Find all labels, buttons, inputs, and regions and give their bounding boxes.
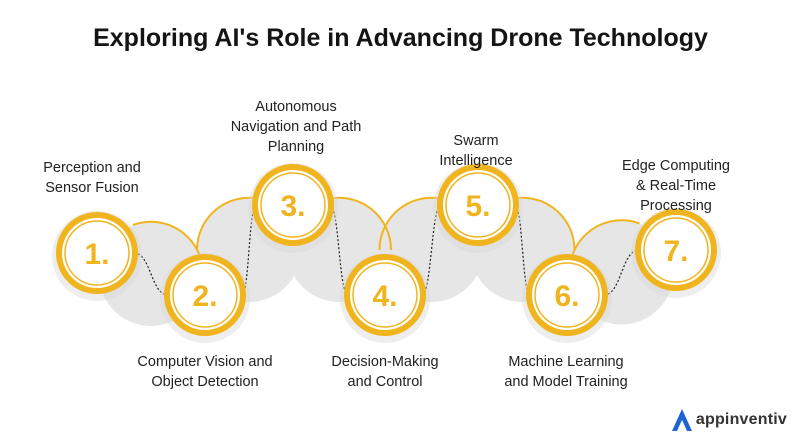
step-circle-5: 5. xyxy=(433,163,523,253)
step-number: 3. xyxy=(280,190,305,223)
step-circle-4: 4. xyxy=(340,253,430,343)
step-number: 4. xyxy=(372,280,397,313)
step-circle-7: 7. xyxy=(631,208,721,298)
step-label-1: Perception and Sensor Fusion xyxy=(43,160,141,196)
step-number: 7. xyxy=(663,235,688,268)
step-number: 5. xyxy=(465,190,490,223)
step-label-7: Edge Computing & Real-Time Processing xyxy=(621,158,730,214)
circle-inner xyxy=(641,215,711,285)
circle-inner-ring xyxy=(643,217,709,283)
circle-inner-ring xyxy=(64,220,130,286)
logo-text: appinventiv xyxy=(695,411,787,428)
circle-inner-ring xyxy=(445,172,511,238)
connector-line xyxy=(133,252,169,296)
brand-logo: appinventiv xyxy=(671,408,787,432)
circle-inner xyxy=(350,260,420,330)
accent-arc xyxy=(378,196,450,251)
step-circle-2: 2. xyxy=(160,253,250,343)
step-number: 1. xyxy=(84,238,109,271)
step-label-3: Autonomous Navigation and Path Planning xyxy=(230,99,362,155)
step-label-2: Computer Vision and Object Detection xyxy=(137,354,273,390)
circle-inner xyxy=(170,260,240,330)
step-circle-3: 3. xyxy=(248,163,338,253)
step-label-4: Decision-Making and Control xyxy=(331,354,439,390)
step-number: 6. xyxy=(554,280,579,313)
circle-inner-ring xyxy=(534,262,600,328)
step-circle-1: 1. xyxy=(52,211,142,301)
circle-inner xyxy=(62,218,132,288)
step-label-6: Machine Learning and Model Training xyxy=(504,354,628,390)
connector-line xyxy=(603,249,640,296)
circle-inner xyxy=(443,170,513,240)
step-circle-6: 6. xyxy=(522,253,612,343)
circle-inner xyxy=(258,170,328,240)
appinventiv-logo-icon xyxy=(671,409,692,431)
circle-inner-ring xyxy=(260,172,326,238)
circle-inner xyxy=(532,260,602,330)
page-title: Exploring AI's Role in Advancing Drone T… xyxy=(93,24,708,52)
step-label-5: Swarm Intelligence xyxy=(439,133,513,169)
circle-inner-ring xyxy=(172,262,238,328)
circle-inner-ring xyxy=(352,262,418,328)
step-number: 2. xyxy=(192,280,217,313)
